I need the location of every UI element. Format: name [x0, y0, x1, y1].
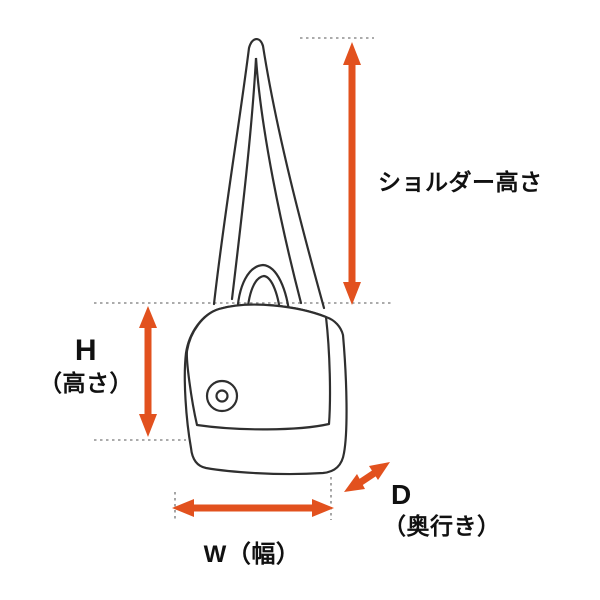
depth-name: （奥行き） [383, 513, 501, 539]
bag-handle [235, 263, 292, 322]
shoulder-height-arrow [343, 42, 361, 305]
bag-strap [212, 38, 326, 310]
width-label: W（幅） [203, 541, 301, 568]
height-abbr: H [74, 334, 98, 367]
bag-clasp [205, 379, 239, 413]
bag-flap [185, 303, 332, 431]
depth-abbr: D [391, 479, 412, 510]
shoulder-height-label: ショルダー高さ [378, 169, 543, 195]
guide-dotted-lines [94, 37, 392, 520]
height-name: （高さ） [39, 370, 133, 396]
height-arrow [139, 306, 157, 437]
height-label: H （高さ） [14, 334, 158, 398]
depth-arrow [344, 462, 390, 492]
depth-label: D （奥行き） [383, 479, 501, 541]
width-arrow [172, 499, 334, 517]
